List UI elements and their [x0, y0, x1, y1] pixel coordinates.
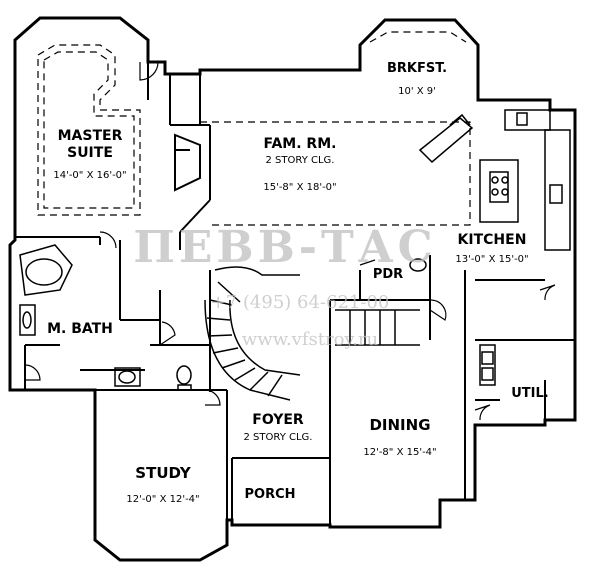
- master-suite-label-line2: SUITE: [67, 145, 113, 161]
- kitchen-fixtures: [418, 109, 571, 251]
- study-label: STUDY: [135, 464, 192, 482]
- ceiling-dashed-lines: [37, 31, 471, 226]
- porch-label: PORCH: [244, 487, 295, 502]
- pdr-label: PDR: [373, 267, 403, 282]
- dining-dims: 12'-8" X 15'-4": [363, 447, 436, 458]
- brkfst-dims: 10' X 9': [398, 86, 436, 97]
- interior-walls: [15, 62, 575, 527]
- door-swings: [24, 61, 556, 421]
- room-labels: MASTER SUITE 14'-0" X 16'-0" FAM. RM. 2 …: [47, 61, 549, 505]
- dining-label: DINING: [369, 416, 430, 434]
- fireplace: [174, 133, 201, 192]
- kitchen-dims: 13'-0" X 15'-0": [455, 254, 528, 265]
- spiral-staircase: [204, 266, 420, 401]
- brkfst-label: BRKFST.: [387, 61, 447, 76]
- watermark: ПЕВВ-ТАС +7 (495) 64-621-00 www.vfstroy.…: [133, 222, 436, 350]
- master-suite-label-line1: MASTER: [58, 128, 123, 144]
- m-bath-label: M. BATH: [47, 321, 113, 337]
- master-suite-wall: [8, 16, 577, 562]
- watermark-brand: ПЕВВ-ТАС: [133, 222, 436, 273]
- util-label: UTIL.: [511, 386, 548, 401]
- bath-fixtures: [19, 244, 496, 391]
- exterior-walls: [8, 16, 577, 562]
- master-suite-dims: 14'-0" X 16'-0": [53, 170, 126, 181]
- fam-rm-note: 2 STORY CLG.: [266, 155, 335, 166]
- watermark-phone: +7 (495) 64-621-00: [211, 292, 390, 313]
- fam-rm-dims: 15'-8" X 18'-0": [263, 182, 336, 193]
- foyer-label: FOYER: [252, 412, 304, 428]
- foyer-note: 2 STORY CLG.: [244, 432, 313, 443]
- kitchen-label: KITCHEN: [458, 232, 527, 248]
- watermark-site: www.vfstroy.ru: [242, 329, 378, 350]
- study-dims: 12'-0" X 12'-4": [126, 494, 199, 505]
- fam-rm-label: FAM. RM.: [264, 136, 337, 152]
